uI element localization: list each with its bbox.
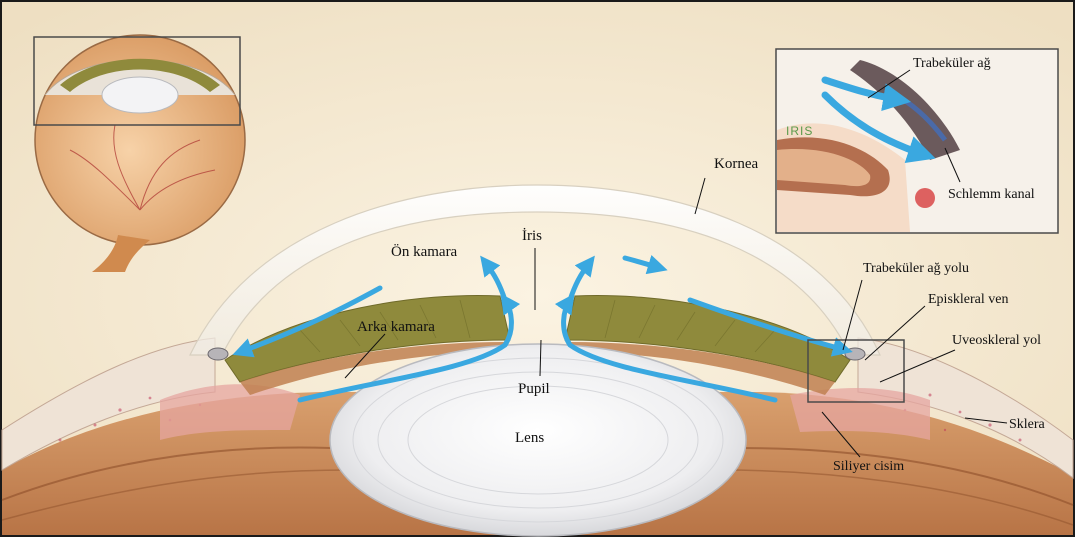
label-kornea: Kornea xyxy=(714,157,758,172)
label-trabekuler-ag-yolu: Trabeküler ağ yolu xyxy=(863,262,969,276)
label-arka-kamara: Arka kamara xyxy=(357,320,435,335)
label-iris: İris xyxy=(522,229,542,244)
label-siliyer-cisim: Siliyer cisim xyxy=(833,460,904,474)
trabecular-detail-inset xyxy=(776,49,1058,233)
label-uveoskleral-yol: Uveoskleral yol xyxy=(952,334,1041,348)
label-pupil: Pupil xyxy=(518,382,550,397)
label-on-kamara: Ön kamara xyxy=(391,245,457,260)
label-sklera: Sklera xyxy=(1009,418,1045,432)
inset-label-iris: IRIS xyxy=(786,124,813,138)
inset-label-trabekuler-ag: Trabeküler ağ xyxy=(913,57,991,71)
label-episkleral-ven: Episkleral ven xyxy=(928,293,1008,307)
inset-label-schlemm-kanal: Schlemm kanal xyxy=(948,188,1035,202)
label-lens: Lens xyxy=(515,431,544,446)
